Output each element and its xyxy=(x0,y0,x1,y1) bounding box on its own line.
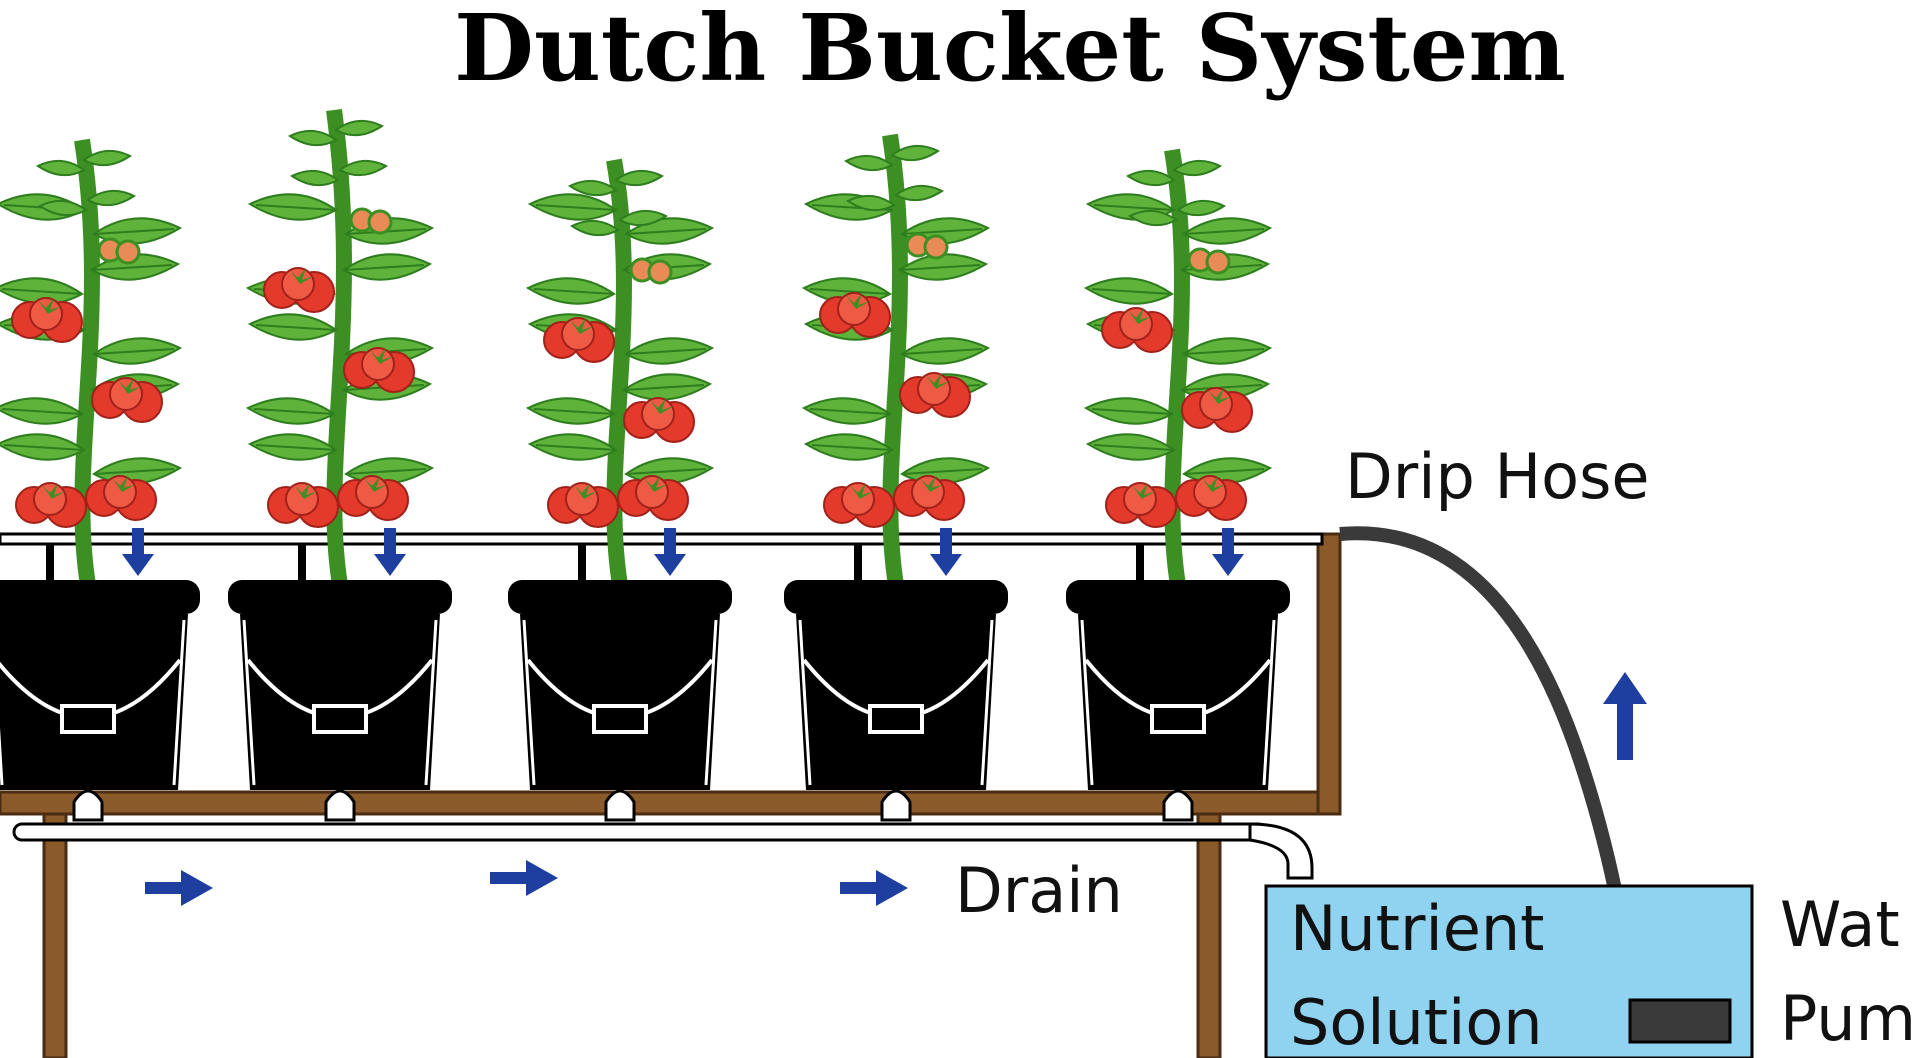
tomato-cluster-icon xyxy=(547,482,619,528)
drip-emitter xyxy=(1136,544,1144,580)
tomato-cluster-icon xyxy=(1175,475,1247,521)
tomato-cluster-icon xyxy=(97,237,141,265)
leaf-icon xyxy=(527,277,615,305)
plant-stem xyxy=(882,133,908,587)
drip-emitter xyxy=(854,544,862,580)
tomato-cluster-icon xyxy=(349,207,393,235)
leaf-icon xyxy=(343,253,431,281)
water-pump xyxy=(1628,998,1732,1044)
bucket-icon xyxy=(226,578,454,822)
leaf-icon xyxy=(623,373,711,401)
plant-1 xyxy=(0,138,202,822)
leaf-icon xyxy=(1183,337,1271,365)
plant-stem xyxy=(606,158,632,587)
leaf-icon xyxy=(249,313,337,341)
leaf-icon xyxy=(249,433,337,461)
leaf-icon xyxy=(1183,217,1271,245)
drip-emitter xyxy=(578,544,586,580)
leaf-icon xyxy=(527,397,615,425)
tomato-cluster-icon xyxy=(15,482,87,528)
bucket-icon xyxy=(782,578,1010,822)
tomato-cluster-icon xyxy=(263,267,335,313)
leaf-icon xyxy=(805,433,893,461)
drip-hose-label: Drip Hose xyxy=(1345,440,1650,513)
tomato-cluster-icon xyxy=(893,475,965,521)
tomato-cluster-icon xyxy=(819,292,891,338)
tomato-cluster-icon xyxy=(11,297,83,343)
leaf-icon xyxy=(1127,169,1175,187)
leaf-icon xyxy=(1085,277,1173,305)
tomato-cluster-icon xyxy=(91,377,163,423)
tomato-cluster-icon xyxy=(337,475,409,521)
tomato-cluster-icon xyxy=(1101,307,1173,353)
reservoir-label-line1: Nutrient xyxy=(1290,892,1544,965)
pump-label-line1: Wat xyxy=(1780,888,1900,961)
tomato-cluster-icon xyxy=(1181,387,1253,433)
leaf-icon xyxy=(0,433,85,461)
leaf-icon xyxy=(899,253,987,281)
leaf-icon xyxy=(93,337,181,365)
tomato-cluster-icon xyxy=(905,232,949,260)
right-arrow-icon xyxy=(490,860,558,896)
leaf-icon xyxy=(901,337,989,365)
bucket-icon xyxy=(506,578,734,822)
drip-emitter xyxy=(298,544,306,580)
plant-4 xyxy=(782,133,1010,822)
leaf-icon xyxy=(529,433,617,461)
tomato-cluster-icon xyxy=(617,475,689,521)
plants-layer xyxy=(0,108,1292,822)
leaf-icon xyxy=(0,397,83,425)
tomato-cluster-icon xyxy=(823,482,895,528)
tomato-cluster-icon xyxy=(543,317,615,363)
up-arrow-icon xyxy=(1603,672,1647,760)
leaf-icon xyxy=(625,337,713,365)
tomato-cluster-icon xyxy=(1105,482,1177,528)
plant-stem xyxy=(1164,148,1190,587)
leaf-icon xyxy=(291,169,339,187)
plant-stem xyxy=(74,138,100,587)
tomato-cluster-icon xyxy=(343,347,415,393)
plant-3 xyxy=(506,158,734,822)
leaf-icon xyxy=(571,219,619,237)
bucket-icon xyxy=(1064,578,1292,822)
plant-2 xyxy=(226,108,454,822)
leaf-icon xyxy=(249,193,337,221)
leaf-icon xyxy=(1085,397,1173,425)
tomato-cluster-icon xyxy=(623,397,695,443)
tomato-cluster-icon xyxy=(629,257,673,285)
leaf-icon xyxy=(1087,433,1175,461)
tomato-cluster-icon xyxy=(899,372,971,418)
leaf-icon xyxy=(803,397,891,425)
leaf-icon xyxy=(569,179,617,197)
right-arrow-icon xyxy=(840,870,908,906)
drain-pipe xyxy=(12,822,1314,880)
pump-label-line2: Pum xyxy=(1780,982,1916,1055)
bucket-icon xyxy=(0,578,202,822)
tomato-cluster-icon xyxy=(85,475,157,521)
tomato-cluster-icon xyxy=(267,482,339,528)
right-arrow-icon xyxy=(145,870,213,906)
plant-5 xyxy=(1064,148,1292,822)
reservoir-label-line2: Solution xyxy=(1290,986,1543,1058)
page-title: Dutch Bucket System xyxy=(454,0,1566,102)
plant-stem xyxy=(326,108,352,587)
leaf-icon xyxy=(247,397,335,425)
drain-label: Drain xyxy=(955,854,1123,927)
drip-emitter xyxy=(46,544,54,580)
leaf-icon xyxy=(529,193,617,221)
leaf-icon xyxy=(37,159,85,177)
tomato-cluster-icon xyxy=(1187,247,1231,275)
